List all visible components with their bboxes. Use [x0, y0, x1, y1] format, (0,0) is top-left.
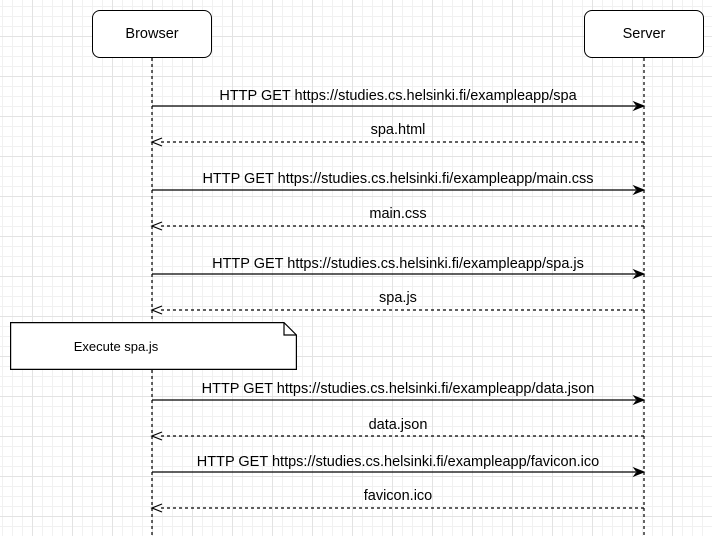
- response-arrow[interactable]: [150, 431, 644, 441]
- arrowhead-icon: [150, 221, 163, 231]
- request-arrow[interactable]: [152, 466, 646, 478]
- note-execute-spa-js[interactable]: Execute spa.js: [10, 322, 297, 370]
- response-arrow[interactable]: [150, 503, 644, 513]
- request-arrow[interactable]: [152, 184, 646, 196]
- response-arrow[interactable]: [150, 221, 644, 231]
- arrowhead-icon: [632, 394, 646, 406]
- participant-server[interactable]: Server: [584, 10, 704, 58]
- arrowhead-icon: [632, 466, 646, 478]
- message-label: HTTP GET https://studies.cs.helsinki.fi/…: [196, 454, 600, 470]
- arrowhead-icon: [150, 503, 163, 513]
- note-text: Execute spa.js: [73, 338, 159, 354]
- message-label: HTTP GET https://studies.cs.helsinki.fi/…: [201, 381, 595, 397]
- message-label: data.json: [368, 417, 428, 433]
- response-arrow[interactable]: [150, 137, 644, 147]
- arrowhead-icon: [150, 431, 163, 441]
- note-shape: [10, 322, 297, 370]
- response-arrow[interactable]: [150, 305, 644, 315]
- message-label: HTTP GET https://studies.cs.helsinki.fi/…: [212, 256, 584, 272]
- arrowhead-icon: [632, 100, 646, 112]
- arrowhead-icon: [150, 305, 163, 315]
- message-label: spa.html: [370, 122, 426, 138]
- arrowhead-icon: [632, 268, 646, 280]
- message-label: HTTP GET https://studies.cs.helsinki.fi/…: [202, 171, 594, 187]
- request-arrow[interactable]: [152, 268, 646, 280]
- message-label: main.css: [369, 206, 427, 222]
- message-label: favicon.ico: [363, 488, 433, 504]
- arrowhead-icon: [632, 184, 646, 196]
- arrowhead-icon: [150, 137, 163, 147]
- message-label: spa.js: [379, 290, 417, 306]
- request-arrow[interactable]: [152, 100, 646, 112]
- request-arrow[interactable]: [152, 394, 646, 406]
- participant-browser[interactable]: Browser: [92, 10, 212, 58]
- message-label: HTTP GET https://studies.cs.helsinki.fi/…: [219, 88, 577, 104]
